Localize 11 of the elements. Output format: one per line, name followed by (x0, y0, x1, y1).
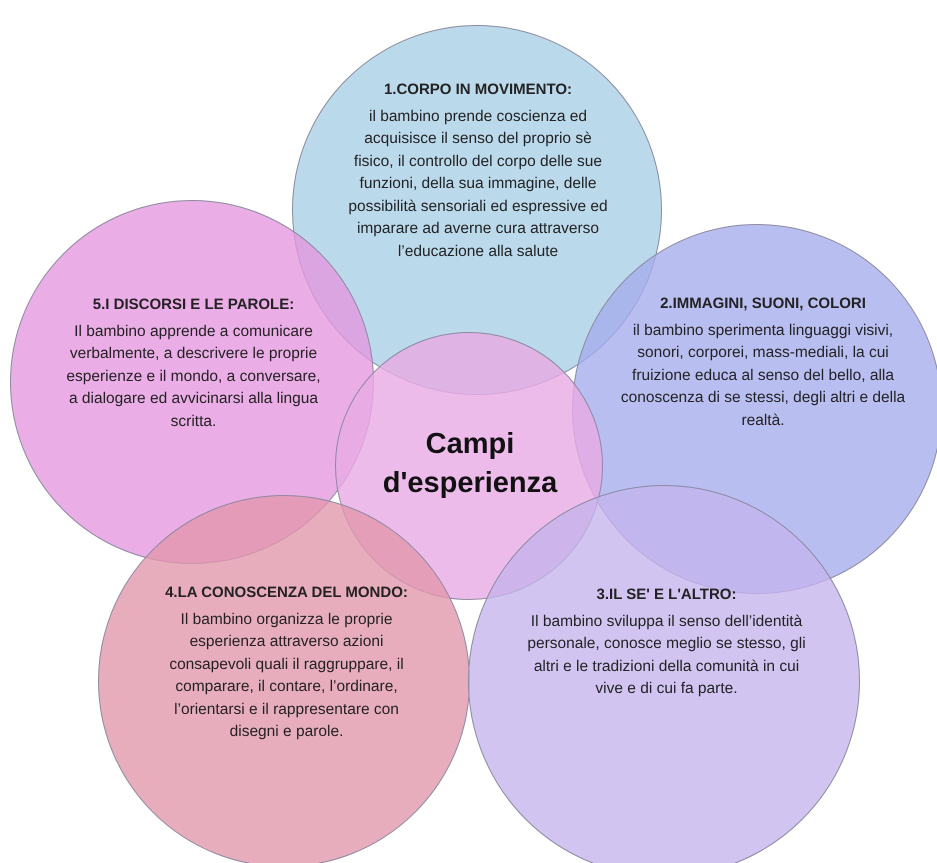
circle-heading: 5.I DISCORSI E LE PAROLE: (92, 296, 296, 313)
circle-heading: 3.IL SE' E L'ALTRO: (596, 586, 738, 603)
circle-description: Il bambino sviluppa il senso dell’identità personale, conosce meglio se stesso, gli altri e le tradizioni della comunità in cui vive e di cui fa parte. (526, 612, 807, 700)
circle-description: Il bambino apprende a comunicare verbalmente, a descrivere le proprie esperienze e il mondo, a conversare, a dialogare ed avvicinarsi alla lingua scritta. (65, 322, 322, 432)
center-title: Campi d'esperienza (382, 427, 558, 502)
circle-description: Il bambino organizza le proprie esperienza attraverso azioni consapevoli quali il raggruppare, il comparare, il contare, l’ordinare, l’orientarsi e il rappresentare con disegni e parole. (168, 610, 405, 742)
circle-heading: 1.CORPO IN MOVIMENTO: (382, 81, 574, 98)
circle-description: il bambino sperimenta linguaggi visivi, sonori, corporei, mass-mediali, la cui fruizione educa al senso del bello, alla conoscenza di se stessi, degli altri e della realtà. (620, 321, 906, 431)
circle-heading: 4.LA CONOSCENZA DEL MONDO: (164, 584, 409, 601)
circle-heading: 2.IMMAGINI, SUONI, COLORI (659, 295, 867, 312)
circle-description: il bambino prende coscienza ed acquisisce il senso del proprio sè fisico, il controllo del corpo delle sue funzioni, della sua immagine, delle possibilità sensoriali ed espressive ed imparare ad averne cura attraverso l’educazione alla salute (348, 107, 608, 262)
